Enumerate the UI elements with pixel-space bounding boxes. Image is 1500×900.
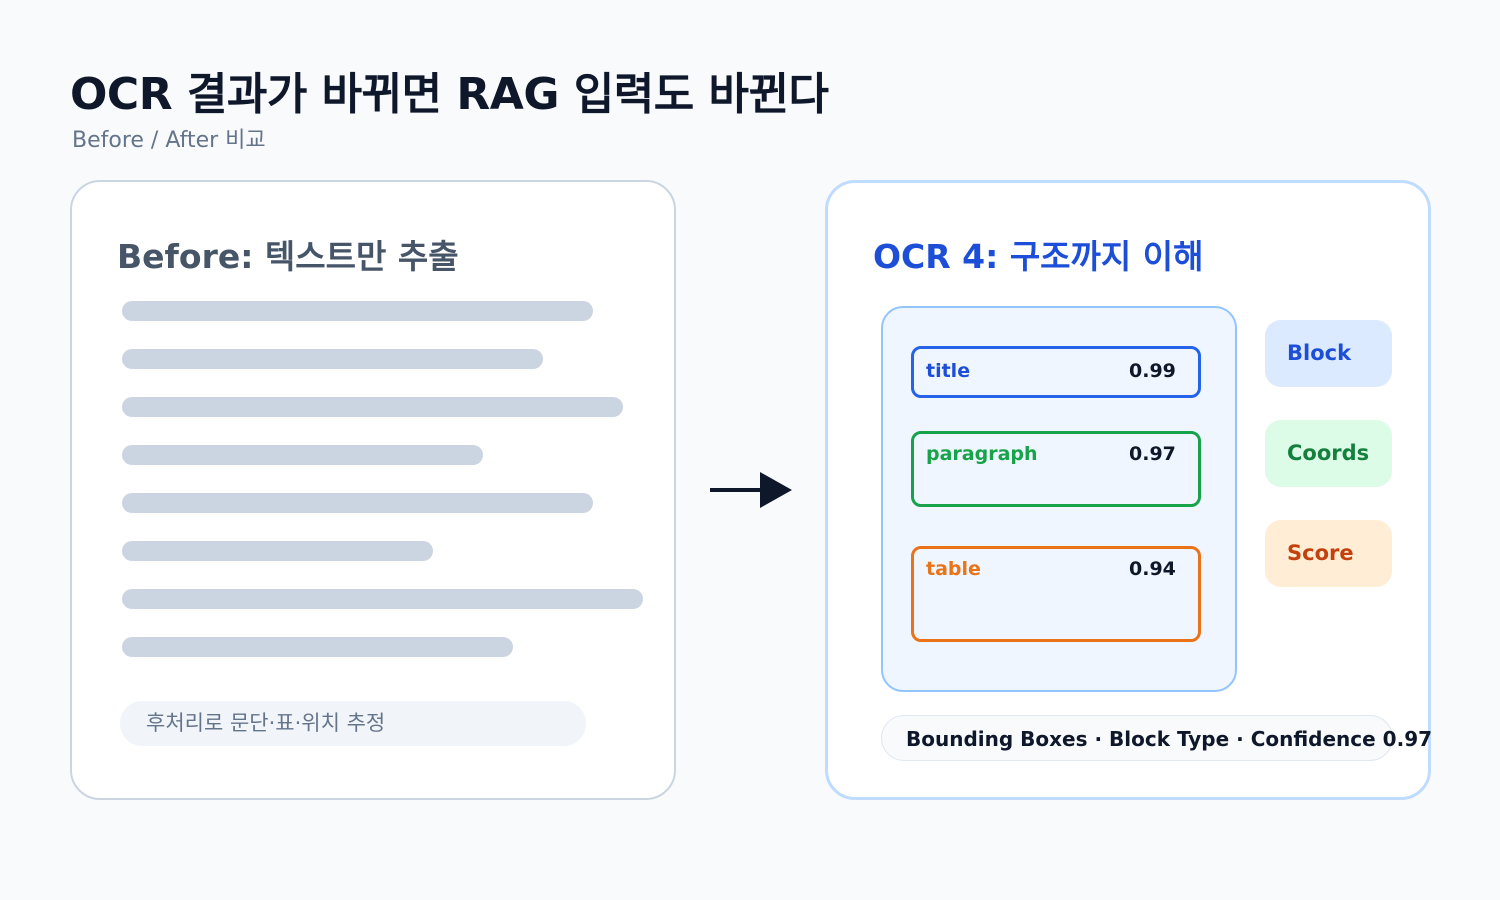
page-title: OCR 결과가 바뀌면 RAG 입력도 바뀐다 <box>70 69 829 120</box>
before-panel: Before: 텍스트만 추출 후처리로 문단·표·위치 추정 <box>70 180 676 800</box>
after-heading: OCR 4: 구조까지 이해 <box>873 237 1204 276</box>
block-paragraph: paragraph 0.97 <box>911 431 1201 507</box>
chip-score: Score <box>1265 520 1392 587</box>
text-line-placeholder <box>122 397 623 417</box>
text-line-placeholder <box>122 589 643 609</box>
text-line-placeholder <box>122 637 513 657</box>
text-line-placeholder <box>122 445 483 465</box>
metadata-summary: Bounding Boxes · Block Type · Confidence… <box>881 715 1432 761</box>
text-line-placeholder <box>122 541 433 561</box>
chip-coords: Coords <box>1265 420 1392 487</box>
text-line-placeholder <box>122 349 543 369</box>
document-layout: title 0.99 paragraph 0.97 table 0.94 <box>881 306 1237 692</box>
block-type-label: table <box>926 558 981 580</box>
postprocess-note: 후처리로 문단·표·위치 추정 <box>120 701 586 746</box>
block-table: table 0.94 <box>911 546 1201 642</box>
after-panel: OCR 4: 구조까지 이해 title 0.99 paragraph 0.97… <box>825 180 1432 800</box>
page-subtitle: Before / After 비교 <box>72 128 266 153</box>
text-line-placeholder <box>122 301 593 321</box>
arrow-right-icon <box>710 472 792 508</box>
text-line-placeholder <box>122 493 593 513</box>
confidence-score: 0.94 <box>1129 558 1176 580</box>
confidence-score: 0.99 <box>1129 360 1176 382</box>
block-title: title 0.99 <box>911 346 1201 398</box>
confidence-score: 0.97 <box>1129 443 1176 465</box>
before-heading: Before: 텍스트만 추출 <box>117 237 459 276</box>
chip-block: Block <box>1265 320 1392 387</box>
block-type-label: title <box>926 360 971 382</box>
block-type-label: paragraph <box>926 443 1038 465</box>
